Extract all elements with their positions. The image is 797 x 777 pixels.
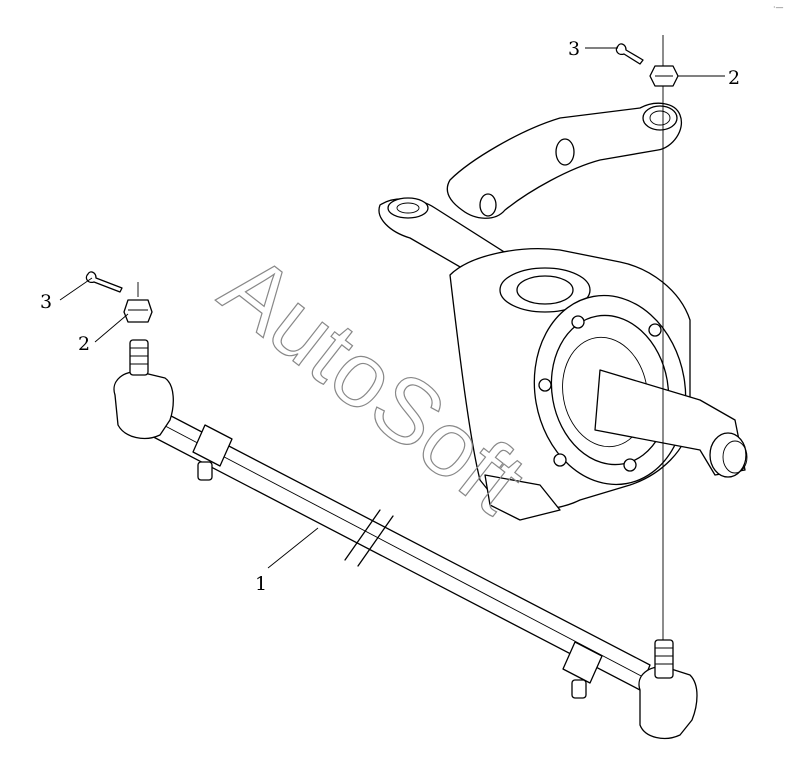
callout-1: 1 xyxy=(255,573,267,595)
callout-3-right: 3 xyxy=(568,38,580,60)
right-cotter-pin xyxy=(615,43,644,65)
right-castle-nut xyxy=(649,65,679,87)
left-castle-nut xyxy=(123,282,153,323)
corner-mark: ·— xyxy=(773,3,784,12)
steering-knuckle xyxy=(378,102,748,521)
tie-rod xyxy=(113,339,698,739)
callout-2-right: 2 xyxy=(728,67,740,89)
callout-2-left: 2 xyxy=(78,333,90,355)
leader-line-2-left xyxy=(94,313,129,343)
left-cotter-pin xyxy=(85,271,123,293)
leader-line-3-left xyxy=(59,277,93,301)
callout-3-left: 3 xyxy=(40,291,52,313)
leader-line-1 xyxy=(267,527,319,569)
